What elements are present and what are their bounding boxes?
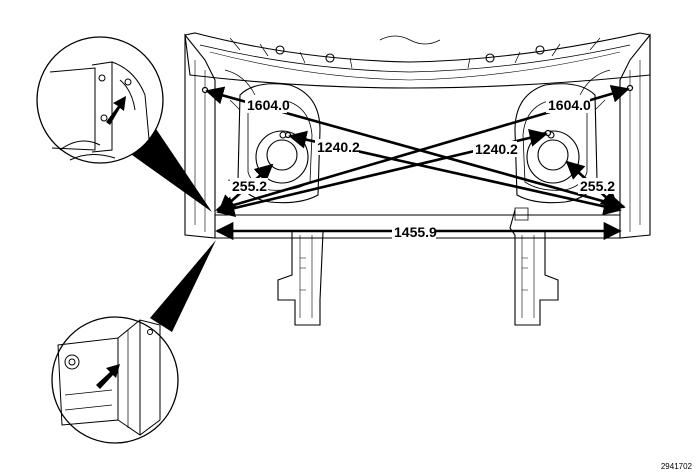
lower-detail-arrow — [96, 364, 120, 389]
dimension-label-left-mid: 1240.2 — [317, 139, 360, 155]
dimension-label-left-short: 255.2 — [232, 178, 267, 194]
dimension-label-left-diagonal: 1604.0 — [247, 97, 290, 113]
dimension-label-right-short: 255.2 — [580, 178, 615, 194]
left-outer-rail — [184, 33, 216, 239]
point-right-tower — [544, 129, 552, 137]
point-right-upper — [626, 84, 634, 92]
figure-number: 2941702 — [661, 462, 693, 471]
dimension-label-right-mid: 1240.2 — [475, 141, 518, 157]
right-outer-rail — [619, 33, 651, 239]
point-left-tower — [284, 131, 292, 139]
left-lower-leg — [277, 230, 324, 326]
dimension-label-right-diagonal: 1604.0 — [548, 97, 591, 113]
upper-detail-callout — [36, 36, 212, 212]
dimension-label-group: 1604.0 1604.0 1240.2 1240.2 255.2 255.2 … — [230, 97, 616, 240]
upper-detail-arrow — [106, 96, 126, 125]
point-left-upper — [201, 86, 209, 94]
dimension-label-bottom-width: 1455.9 — [394, 224, 437, 240]
lower-detail-callout — [51, 240, 216, 444]
